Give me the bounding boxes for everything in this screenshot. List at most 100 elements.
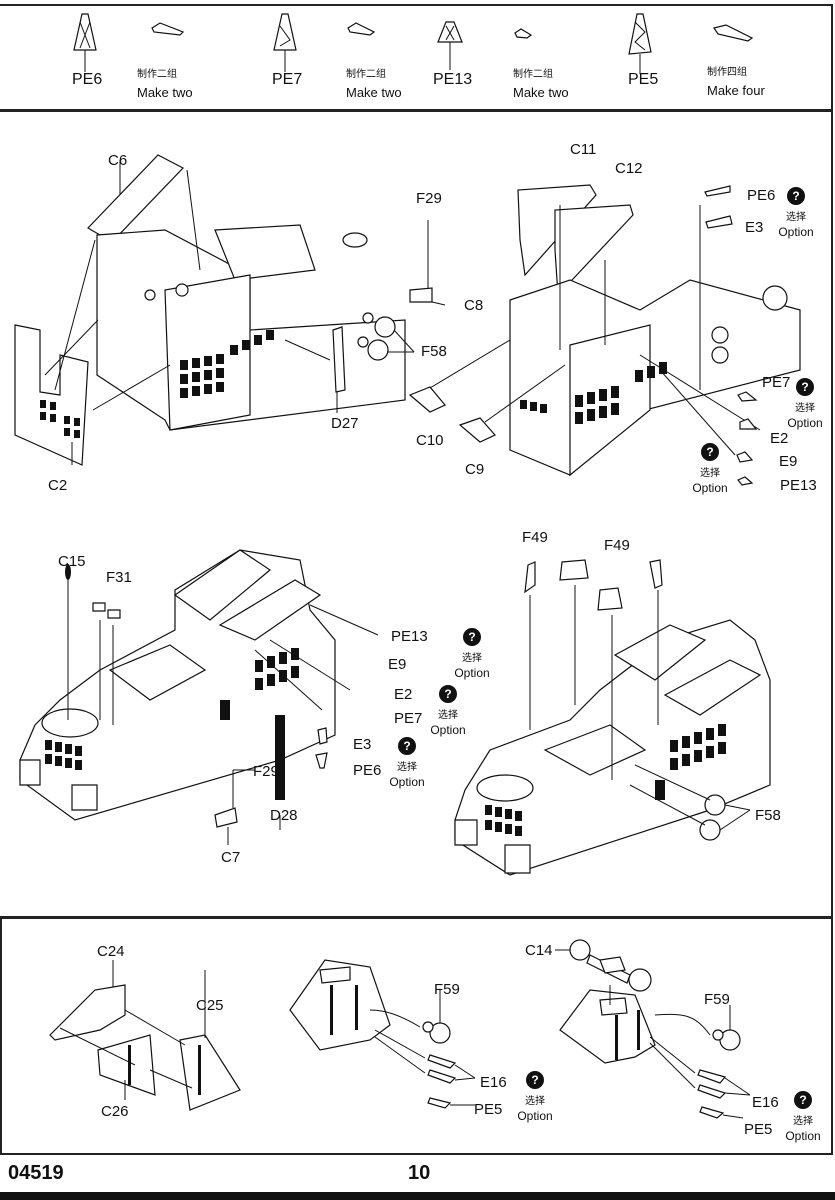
option-cn-label: 选择 [525,1096,545,1107]
pe5-folded-icon [712,24,754,44]
step7-mast-assembly-drawing [555,935,805,1135]
step2-e2-label: E2 [770,430,789,447]
question-icon: ? [526,1071,544,1089]
option-en-label: Option [517,1109,553,1123]
option-en-label: Option [692,481,728,495]
legend-pe7-note-en: Make two [346,85,402,100]
step1-d27-label: D27 [331,415,359,432]
step7-e16-label: E16 [752,1094,779,1111]
step2-c12-label: C12 [615,160,643,177]
legend-pe13-label: PE13 [433,71,473,88]
option-en-label: Option [785,1129,821,1143]
step6-mast-assembly-drawing [290,955,520,1125]
step7-pe5-label: PE5 [744,1121,773,1138]
step2-option-badge-pe7-e2: ? 选择 Option [775,378,835,430]
step6-f59-label: F59 [434,981,460,998]
step4-superstructure-drawing [450,540,780,900]
legend-pe6-note-cn: 制作二组 [137,69,177,80]
step2-c9-label: C9 [465,461,485,478]
step1-c6-label: C6 [108,152,128,169]
step2-c11-label: C11 [570,141,597,158]
legend-pe13-note-en: Make two [513,85,569,100]
pe6-folded-icon [150,22,185,37]
option-en-label: Option [787,416,823,430]
step2-c10-label: C10 [416,432,444,449]
step6-pe5-label: PE5 [474,1101,503,1118]
step3-f31-label: F31 [106,569,132,586]
step3-d28-label: D28 [270,807,298,824]
pe13-part-icon [436,20,466,65]
pe7-folded-icon [346,22,376,37]
option-cn-label: 选择 [786,212,806,223]
step5-c26-label: C26 [101,1103,129,1120]
option-cn-label: 选择 [793,1116,813,1127]
step6-option-badge: ? 选择 Option [505,1071,565,1123]
legend-pe7-note-cn: 制作二组 [346,69,386,80]
option-en-label: Option [454,666,490,680]
legend-pe5-note-en: Make four [707,83,765,98]
step2-pe6-label: PE6 [747,187,776,204]
subassembly-panel [0,917,833,1155]
legend-pe5-note-cn: 制作四组 [707,67,747,78]
question-icon: ? [796,378,814,396]
step4-f49-label-left: F49 [522,529,548,546]
step3-e2-label: E2 [394,686,413,703]
page-bottom-edge [0,1192,835,1200]
step4-f49-label-right: F49 [604,537,630,554]
question-icon: ? [794,1091,812,1109]
step3-e9-label: E9 [388,656,407,673]
step2-option-badge-pe6-e3: ? 选择 Option [766,187,826,239]
pe7-part-icon [270,12,300,67]
question-icon: ? [439,685,457,703]
step7-f59-label: F59 [704,991,730,1008]
option-en-label: Option [430,723,466,737]
step1-c8-label: C8 [464,297,484,314]
step4-f58-label: F58 [755,807,781,824]
step3-f29-label: F29 [253,763,279,780]
step3-pe6-label: PE6 [353,762,382,779]
legend-pe6-label: PE6 [72,71,103,88]
step5-mast-base-drawing [40,960,250,1120]
step2-superstructure-drawing [400,130,700,490]
step2-pe7-label: PE7 [762,374,791,391]
photo-etch-legend-panel [0,4,833,111]
question-icon: ? [463,628,481,646]
step6-e16-label: E16 [480,1074,507,1091]
option-cn-label: 选择 [700,468,720,479]
step3-superstructure-drawing [0,530,380,870]
step5-c25-label: C25 [196,997,224,1014]
legend-pe5-label: PE5 [628,71,659,88]
pe6-part-icon [70,12,100,67]
step7-option-badge: ? 选择 Option [773,1091,833,1143]
pe13-folded-icon [513,28,533,40]
step3-pe13-label: PE13 [391,628,428,645]
step3-e3-label: E3 [353,736,372,753]
step1-f58-label: F58 [421,343,447,360]
page-number: 10 [408,1162,431,1184]
step2-option-badge-e9-pe13: ? 选择 Option [680,443,740,495]
step3-pe7-label: PE7 [394,710,423,727]
step2-e3-label: E3 [745,219,764,236]
step5-c24-label: C24 [97,943,125,960]
option-cn-label: 选择 [462,653,482,664]
legend-pe13-note-cn: 制作二组 [513,69,553,80]
legend-pe6-note-en: Make two [137,85,193,100]
option-cn-label: 选择 [795,403,815,414]
question-icon: ? [701,443,719,461]
step1-c2-label: C2 [48,477,68,494]
step3-option-badge-e2-pe7: ? 选择 Option [418,685,478,737]
step1-superstructure-drawing [0,130,420,500]
kit-number: 04519 [8,1162,64,1184]
option-cn-label: 选择 [397,762,417,773]
step2-e9-label: E9 [779,453,798,470]
step3-option-badge-pe13-e9: ? 选择 Option [442,628,502,680]
question-icon: ? [398,737,416,755]
option-en-label: Option [389,775,425,789]
step3-c15-label: C15 [58,553,86,570]
legend-pe7-label: PE7 [272,71,303,88]
step3-option-badge-e3-pe6: ? 选择 Option [377,737,437,789]
step2-pe13-label: PE13 [780,477,817,494]
step1-f29-label: F29 [416,190,442,207]
step7-c14-label: C14 [525,942,553,959]
question-icon: ? [787,187,805,205]
